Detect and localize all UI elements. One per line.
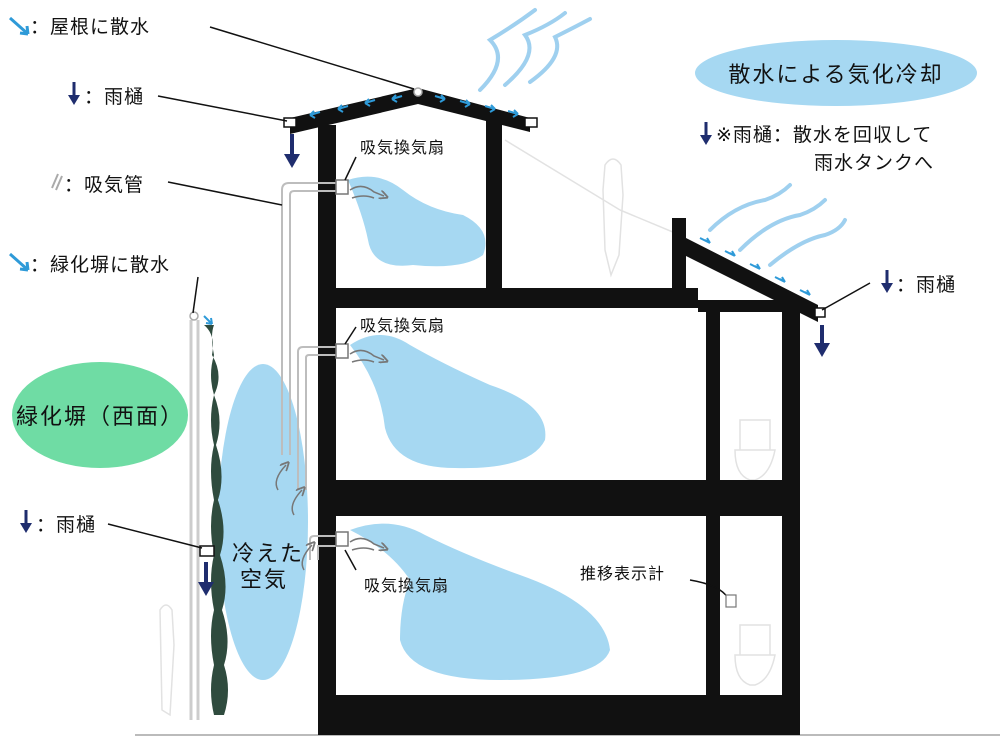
gutter-arrow-icon: [20, 510, 32, 533]
roof-sprinkler: [413, 87, 423, 97]
intake-pipes: [281, 182, 336, 560]
recorder-device: [725, 594, 737, 608]
background-figures: [159, 139, 776, 717]
gutter-down-arrows: [198, 134, 830, 596]
cool-air-clouds: [218, 176, 610, 680]
airflow-arrows: [275, 185, 384, 571]
leader-lines: [107, 26, 871, 599]
cool-air-label-2: 空気: [240, 568, 289, 593]
fan-label-mid: 吸気換気扇: [360, 316, 446, 335]
gutter-arrow-icon: [68, 82, 80, 105]
intake-pipe-icon: [51, 173, 63, 191]
cool-air-label-1: 冷えた: [232, 542, 305, 567]
legend-gutter-right: ：雨樋: [896, 274, 957, 296]
evaporative-cooling-badge: 散水による気化冷却: [695, 40, 977, 106]
wind-lines-top: [478, 8, 592, 92]
spray-arrow-icon: [9, 252, 30, 272]
spray-arrow-icon: [9, 16, 30, 36]
recorder-label: 推移表示計: [580, 564, 666, 583]
note-line-2: 雨水タンクへ: [814, 152, 935, 174]
house-structure: [283, 88, 826, 735]
green-wall-badge: 緑化塀（西面）: [12, 362, 188, 468]
green-wall: [189, 311, 228, 720]
fan-label-bottom: 吸気換気扇: [364, 576, 450, 595]
gutter-arrow-icon: [700, 122, 712, 145]
legend-icons: [9, 16, 893, 533]
fan-label-top: 吸気換気扇: [360, 138, 446, 157]
legend-green-wall-spray: ：緑化塀に散水: [30, 254, 171, 276]
legend-intake-pipe: ：吸気管: [64, 174, 145, 196]
legend-gutter-left: ：雨樋: [36, 514, 97, 536]
note-line-1: ※雨樋：散水を回収して: [716, 124, 933, 146]
legend-roof-spray: ：屋根に散水: [30, 16, 151, 38]
legend-gutter-top: ：雨樋: [84, 86, 145, 108]
gutter-arrow-icon: [881, 270, 893, 293]
wind-lines-right: [708, 183, 847, 267]
fan-boxes: [335, 179, 349, 547]
roof-spray-arrows: [203, 94, 811, 325]
